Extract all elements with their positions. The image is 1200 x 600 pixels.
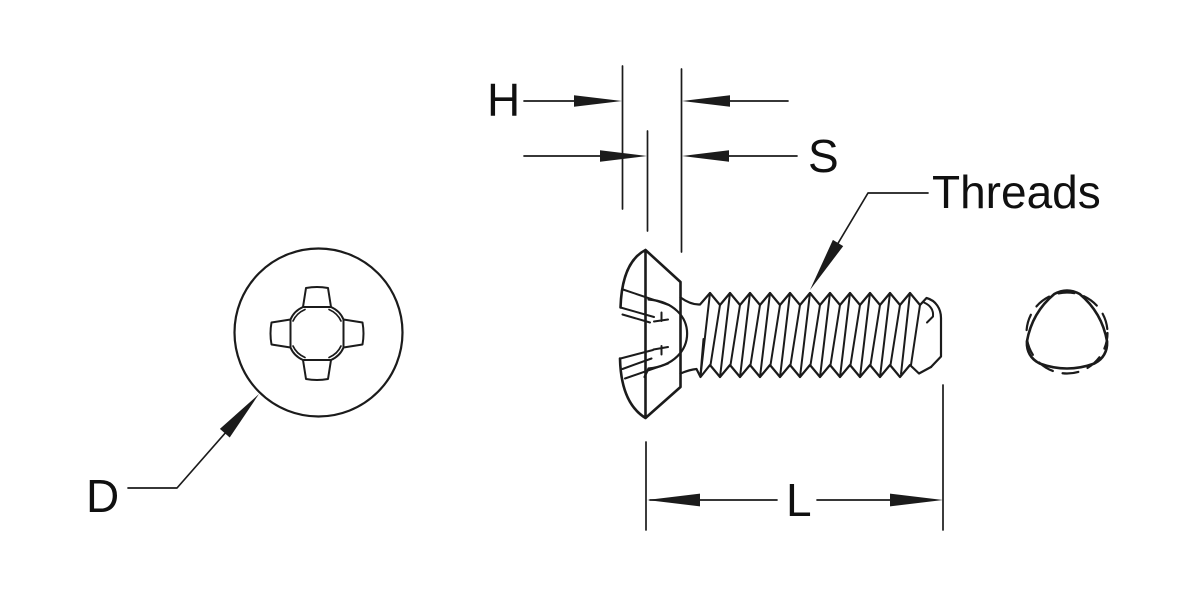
leader-threads-arrowhead [810,239,844,290]
thread-flanks-short [699,304,921,376]
thread-runout-curl [923,301,935,324]
dimension-h-arrow-left [574,95,622,107]
phillips-recess-center [289,306,345,361]
label-side-height: S [808,130,839,182]
dimension-h-arrow-right [682,95,730,107]
phillips-recess-wings [269,286,365,381]
dimension-l-arrow-right [890,493,943,507]
trilobular-outline [1025,289,1109,370]
head-outline-circle [233,247,404,418]
thread-flanks-long [699,292,911,378]
leader-d-arrowhead [219,394,259,438]
top-view [233,247,404,418]
label-length: L [786,474,812,526]
label-head-height: H [487,74,520,126]
label-threads: Threads [932,166,1101,218]
leader-d: D [86,394,259,522]
extension-line-head-top [621,65,683,253]
dimension-h: H [487,74,789,126]
extension-line-length [645,384,944,531]
dimension-l-arrow-left [647,493,700,507]
label-head-diameter: D [86,470,119,522]
leader-d-line [127,430,228,489]
leader-threads: Threads [810,166,1101,290]
head-recess-profile-curve [643,298,688,379]
cross-section-view [1025,289,1109,375]
dimension-s-arrow-left [600,150,647,162]
extension-lines [621,65,944,531]
phillips-recess-chamfer [292,308,342,359]
dimension-s-arrow-right [682,150,729,162]
head-outline [618,248,682,420]
leader-threads-line [836,192,929,246]
dimension-l: L [647,474,943,526]
side-view [618,248,943,420]
shank-bottom-outline [679,363,933,379]
reference-circle-dashed [1025,291,1109,375]
shank-top-outline [679,291,943,369]
dimension-s: S [523,130,839,182]
